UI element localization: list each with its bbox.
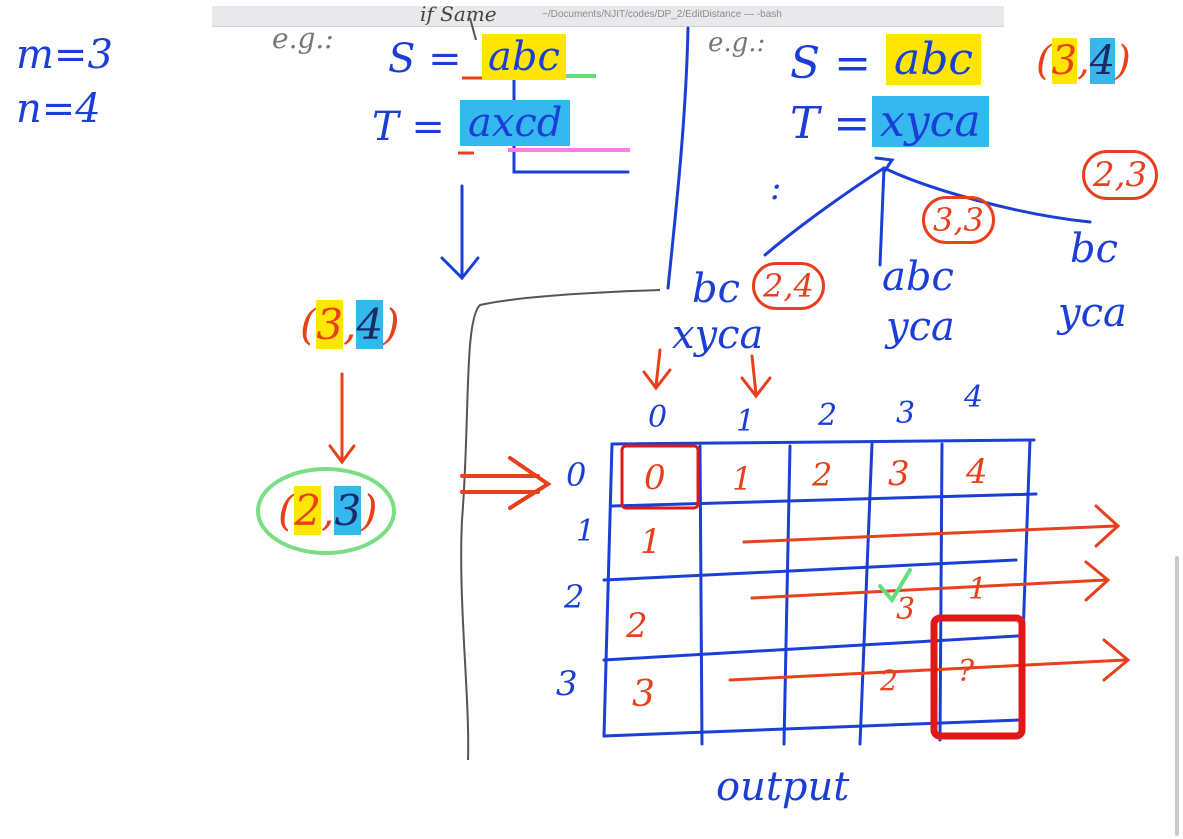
s-value-2: abc xyxy=(886,34,982,85)
cell-2-4: 1 xyxy=(968,572,988,607)
tree-s-2: abc xyxy=(882,254,954,300)
row-sweep-arrows xyxy=(728,504,1131,682)
cell-2-3: 3 xyxy=(896,592,916,627)
cell-0-3: 3 xyxy=(888,454,910,494)
t-value-2: xyca xyxy=(872,96,989,147)
col-header-2: 2 xyxy=(818,398,838,433)
pair-top-right-a: 3 xyxy=(1051,38,1078,84)
pointer-arrow-to-table xyxy=(460,456,552,510)
divider-lines xyxy=(512,26,690,290)
divider-vertical-main xyxy=(666,26,690,290)
cell-2-0: 2 xyxy=(626,606,648,646)
tree-t-2: yca xyxy=(886,304,955,350)
s-label-1: S = xyxy=(388,36,462,82)
tree-dots: : xyxy=(770,168,782,208)
flow-pair-top-b: 4 xyxy=(356,300,384,349)
cell-3-3: 2 xyxy=(880,664,898,697)
var-m: m=3 xyxy=(16,32,113,78)
terminal-title-bar: ~/Documents/NJIT/codes/DP_2/EditDistance… xyxy=(212,6,1004,27)
tree-pair-2: 3,3 xyxy=(922,196,995,244)
scrollbar[interactable] xyxy=(1175,556,1179,836)
flow-pair-bottom: (2,3) xyxy=(278,486,378,535)
cell-3-0: 3 xyxy=(632,674,655,715)
flow-pair-top-a: 3 xyxy=(316,300,344,349)
row-header-3: 3 xyxy=(556,664,578,704)
cell-0-1: 1 xyxy=(732,460,753,498)
highlight-ellipse-green xyxy=(256,467,396,555)
flow-pair-top: (3,4) xyxy=(300,300,400,349)
s-label-2: S = xyxy=(790,38,871,89)
t-label-1: T = xyxy=(372,104,445,150)
output-label: output xyxy=(716,764,850,810)
if-same-note: if Same xyxy=(420,2,497,26)
eg-label-2: e.g.: xyxy=(708,28,766,58)
t-value-1: axcd xyxy=(460,100,571,146)
col-header-4: 4 xyxy=(964,380,984,415)
box-base-case xyxy=(620,444,700,510)
pair-top-right: (3,4) xyxy=(1036,38,1131,84)
row-header-0: 0 xyxy=(566,456,587,494)
cell-3-4: ? xyxy=(958,654,975,689)
tree-s-3: bc xyxy=(1070,226,1119,272)
cell-0-0: 0 xyxy=(644,458,666,498)
s-value-1: abc xyxy=(482,34,566,80)
divider-vertical-left xyxy=(512,48,630,174)
flow-path-gray xyxy=(460,289,661,761)
col-header-3: 3 xyxy=(896,396,916,431)
tree-t-3: yca xyxy=(1058,290,1127,336)
col-header-1: 1 xyxy=(736,404,756,439)
col-header-0: 0 xyxy=(648,400,668,435)
down-arrow-blue xyxy=(440,184,480,281)
row-header-2: 2 xyxy=(564,578,585,616)
tree-t-1: xyca xyxy=(672,312,764,358)
cell-0-2: 2 xyxy=(812,456,833,494)
cell-1-0: 1 xyxy=(640,522,662,562)
t-label-2: T = xyxy=(790,98,871,149)
var-n: n=4 xyxy=(16,86,101,132)
column-header-arrows xyxy=(642,348,772,399)
flow-arrow-red xyxy=(328,372,356,465)
row-header-1: 1 xyxy=(576,514,596,549)
pointer-arrow-gray xyxy=(469,17,477,41)
flow-pair-bottom-b: 3 xyxy=(334,486,362,535)
tree-pair-1: 2,4 xyxy=(752,262,825,310)
tree-s-1: bc xyxy=(692,266,741,312)
dp-grid xyxy=(602,438,1038,746)
tree-pair-3: 2,3 xyxy=(1082,150,1159,200)
terminal-title: ~/Documents/NJIT/codes/DP_2/EditDistance… xyxy=(542,9,782,20)
eg-label-1: e.g.: xyxy=(272,22,334,55)
cell-0-4: 4 xyxy=(966,452,988,492)
box-answer-cell xyxy=(930,614,1026,740)
check-mark-icon xyxy=(878,568,912,604)
pair-top-right-b: 4 xyxy=(1089,38,1116,84)
flow-pair-bottom-a: 2 xyxy=(294,486,322,535)
